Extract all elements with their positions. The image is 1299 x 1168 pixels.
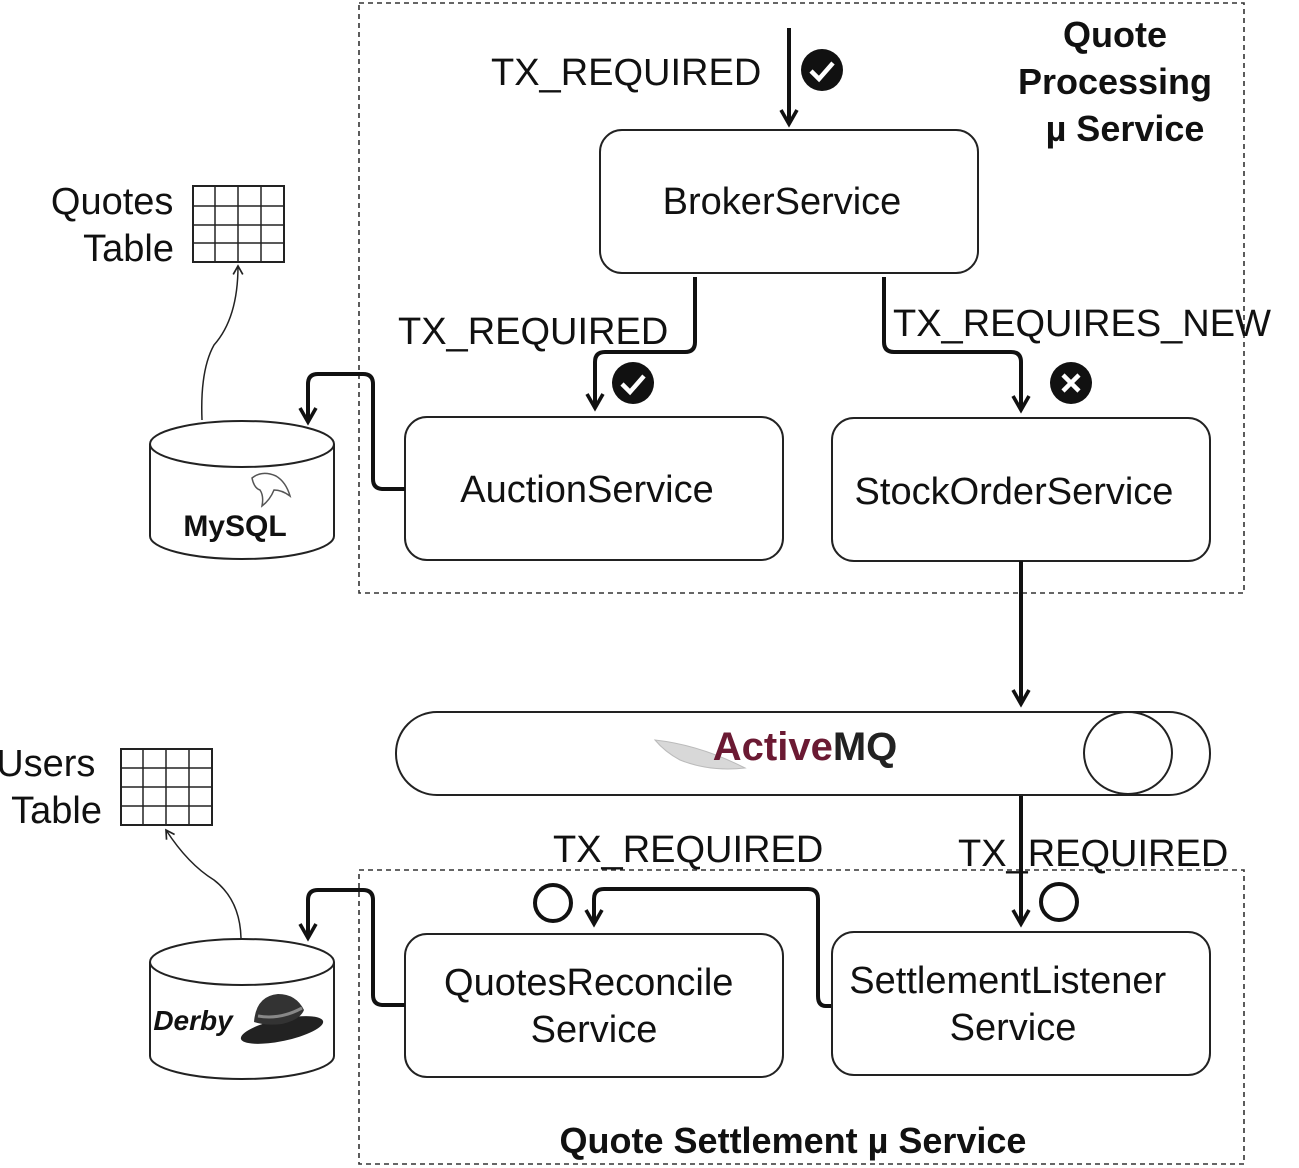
stock-order-service-label: StockOrderService xyxy=(855,471,1174,513)
reconcile-to-derby-arrow xyxy=(298,888,405,1007)
users-table-label: Users Table xyxy=(0,743,106,832)
hat-icon xyxy=(240,994,324,1044)
settlement-listener-service-label: SettlementListener Service xyxy=(849,960,1176,1049)
queue-to-listener-tx-label: TX_REQUIRED xyxy=(958,833,1228,875)
auction-to-mysql-arrow xyxy=(298,372,405,491)
auction-service-label: AuctionService xyxy=(460,469,713,511)
dolphin-icon xyxy=(251,472,292,508)
entry-tx-label: TX_REQUIRED xyxy=(491,52,761,94)
broker-to-auction-tx-label: TX_REQUIRED xyxy=(398,311,668,353)
broker-service-label: BrokerService xyxy=(663,181,902,223)
check-circle-icon xyxy=(612,362,654,404)
empty-circle-icon xyxy=(533,883,573,923)
broker-to-auction-arrow xyxy=(585,277,697,412)
activemq-label: ActiveMQ xyxy=(713,725,898,769)
derby-to-users-table-arrow xyxy=(165,828,242,939)
feather-icon xyxy=(653,739,747,770)
quote-processing-title: Quote Processing µ Service xyxy=(1018,14,1222,149)
mysql-label: MySQL xyxy=(183,510,286,543)
broker-to-stock-order-tx-label: TX_REQUIRES_NEW xyxy=(893,303,1271,345)
derby-database: Derby xyxy=(149,938,335,1080)
listener-to-reconcile-tx-label: TX_REQUIRED xyxy=(553,829,823,871)
mysql-database: MySQL xyxy=(149,420,335,560)
derby-label: Derby xyxy=(153,1005,234,1036)
auction-service-box[interactable]: AuctionService xyxy=(404,416,784,561)
listener-to-reconcile-arrow xyxy=(584,887,832,1008)
x-circle-icon xyxy=(1050,362,1092,404)
empty-circle-icon xyxy=(1039,882,1079,922)
settlement-listener-service-box[interactable]: SettlementListener Service xyxy=(831,931,1211,1076)
quotes-table-icon xyxy=(192,185,285,263)
quotes-table-label: Quotes Table xyxy=(51,181,184,270)
quotes-reconcile-service-label: QuotesReconcile Service xyxy=(444,962,744,1051)
users-table-icon xyxy=(120,748,213,826)
check-circle-icon xyxy=(801,49,843,91)
quotes-reconcile-service-box[interactable]: QuotesReconcile Service xyxy=(404,933,784,1078)
quote-settlement-group xyxy=(358,869,1245,1165)
broker-service-box[interactable]: BrokerService xyxy=(599,129,979,274)
mysql-to-quotes-table-arrow xyxy=(201,264,244,421)
stock-order-service-box[interactable]: StockOrderService xyxy=(831,417,1211,562)
broker-to-stock-order-arrow xyxy=(882,277,1031,414)
quote-settlement-title: Quote Settlement µ Service xyxy=(560,1120,1027,1161)
activemq-queue: ActiveMQ xyxy=(395,711,1211,796)
quote-processing-group xyxy=(358,2,1245,594)
